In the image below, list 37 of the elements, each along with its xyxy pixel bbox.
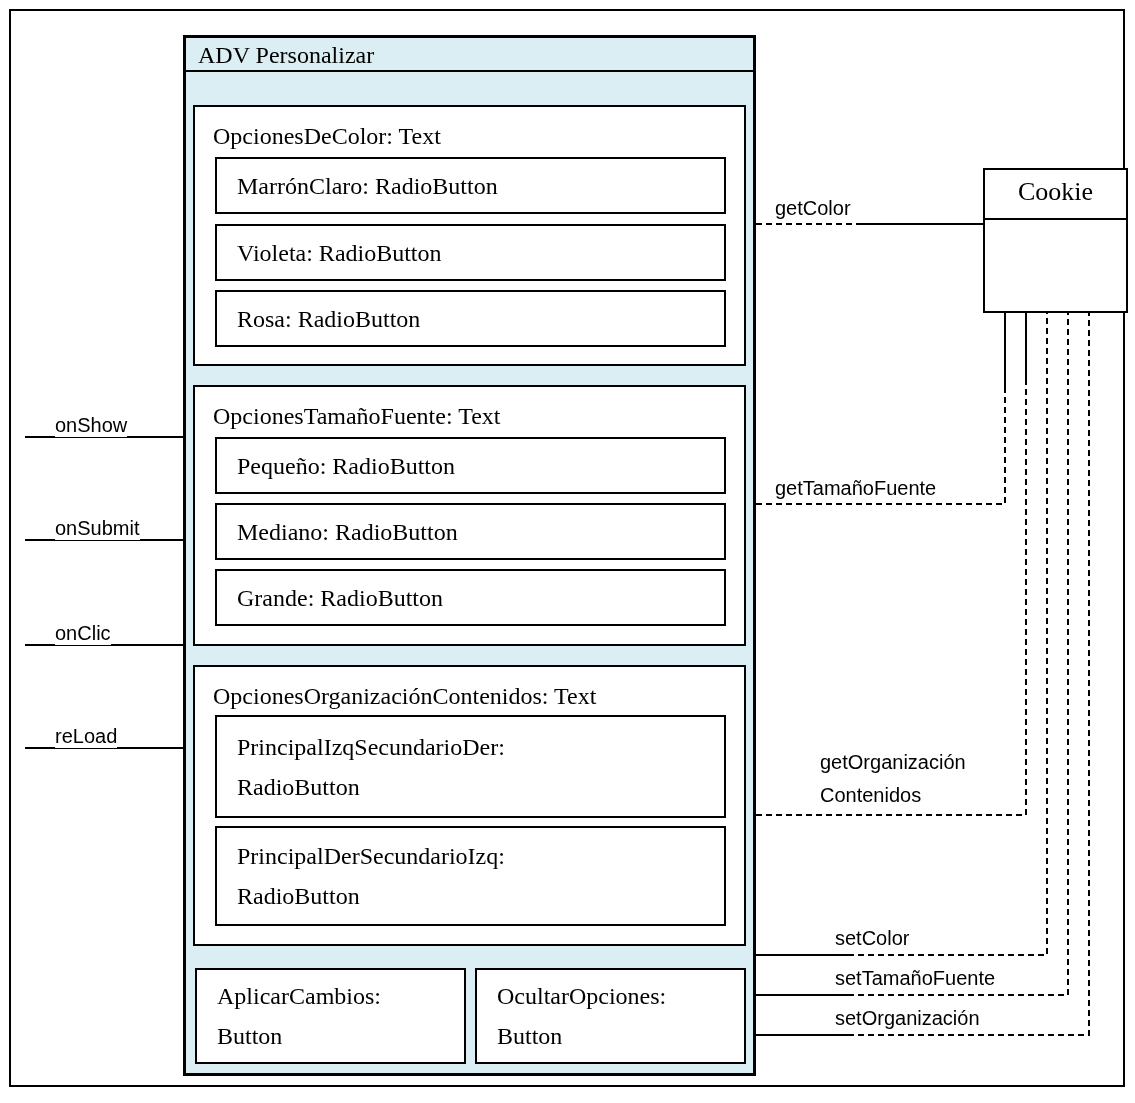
option-label: Rosa: RadioButton bbox=[237, 304, 422, 334]
group-box bbox=[193, 385, 746, 646]
connector-line bbox=[755, 223, 984, 225]
group-title: OpcionesTamañoFuente: Text bbox=[213, 402, 501, 431]
connector-line bbox=[24, 436, 184, 438]
option-label: Mediano: RadioButton bbox=[237, 517, 459, 547]
component-box bbox=[475, 968, 746, 1064]
radio-option-box bbox=[215, 503, 726, 560]
option-label: Pequeño: RadioButton bbox=[237, 451, 456, 481]
radio-option-box bbox=[215, 569, 726, 626]
connector-line bbox=[24, 539, 184, 541]
radio-option-box bbox=[215, 437, 726, 494]
class-name: Cookie bbox=[985, 170, 1126, 220]
window-panel bbox=[183, 35, 756, 1076]
group-box bbox=[193, 665, 746, 946]
group-box bbox=[193, 105, 746, 366]
connector-line bbox=[24, 747, 184, 749]
option-label: PrincipalDerSecundarioIzq: RadioButton bbox=[237, 842, 506, 911]
connector-line bbox=[24, 644, 184, 646]
option-label: PrincipalIzqSecundarioDer: RadioButton bbox=[237, 732, 506, 802]
panel-title: ADV Personalizar bbox=[186, 38, 753, 72]
group-title: OpcionesDeColor: Text bbox=[213, 122, 441, 151]
option-label: Violeta: RadioButton bbox=[237, 238, 443, 268]
class-box bbox=[983, 168, 1128, 313]
component-box bbox=[215, 826, 726, 926]
connector-line bbox=[755, 312, 1027, 816]
radio-option-box bbox=[215, 224, 726, 281]
option-label: OcultarOpciones: Button bbox=[497, 982, 668, 1051]
option-label: Grande: RadioButton bbox=[237, 583, 444, 613]
option-label: AplicarCambios: Button bbox=[217, 982, 382, 1051]
component-box bbox=[215, 715, 726, 818]
radio-option-box bbox=[215, 290, 726, 347]
group-title: OpcionesOrganizaciónContenidos: Text bbox=[213, 682, 597, 711]
option-label: MarrónClaro: RadioButton bbox=[237, 171, 499, 201]
component-box bbox=[195, 968, 466, 1064]
connector-line bbox=[755, 312, 1006, 505]
radio-option-box bbox=[215, 157, 726, 214]
